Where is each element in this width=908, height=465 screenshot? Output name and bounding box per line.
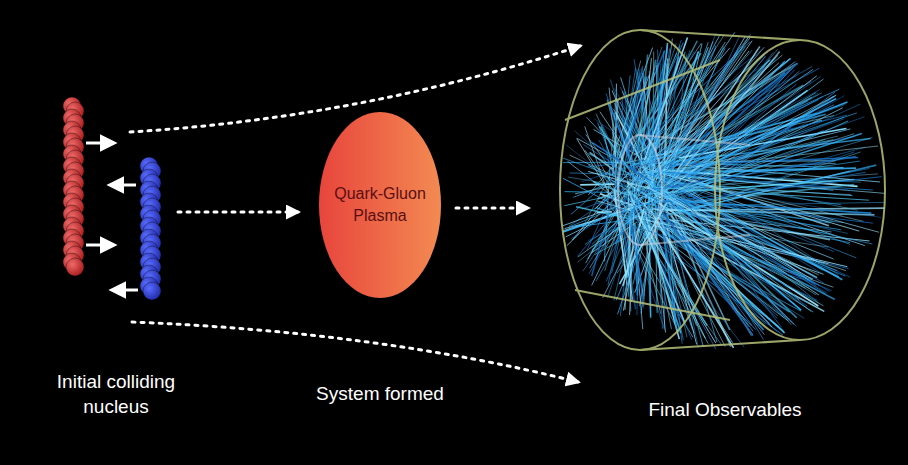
- node-text: Quark-Gluon Plasma: [332, 183, 427, 226]
- particle-tracks: [563, 32, 885, 349]
- colliding-nuclei: [63, 97, 161, 300]
- detector-outline: [560, 30, 885, 350]
- motion-arrows: [86, 143, 138, 290]
- stage-label: Final Observables: [605, 398, 845, 423]
- ellipse-shape: [319, 112, 441, 298]
- stage-label: Initial colliding nucleus: [26, 370, 206, 419]
- flow-arrows: [130, 46, 580, 382]
- plasma-ellipse: Quark-Gluon Plasma: [319, 112, 441, 298]
- stage-label: System formed: [290, 382, 470, 407]
